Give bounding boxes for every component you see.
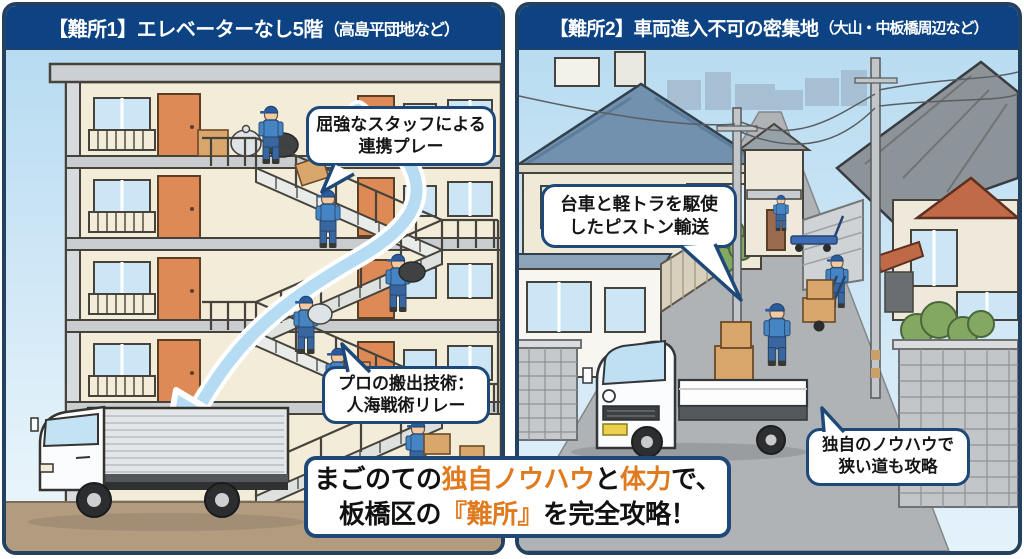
panel-1-header: 【難所1】エレベーターなし5階 （高島平団地など） bbox=[6, 6, 501, 50]
panel-1-title: 【難所1】エレベーターなし5階 bbox=[48, 19, 323, 41]
banner-seg-accent: 独自ノウハウ bbox=[441, 463, 596, 494]
movers-with-carts bbox=[763, 194, 849, 367]
callout-piston-line2: したピストン輸送 bbox=[569, 217, 709, 237]
banner-seg: と bbox=[594, 463, 621, 494]
panel-1-title-note: （高島平団地など） bbox=[323, 21, 460, 39]
callout-knowhow-line1: 独自のノウハウで bbox=[822, 436, 954, 455]
callout-teamwork-tail bbox=[320, 163, 355, 194]
callout-knowhow-line2: 狭い道も攻略 bbox=[838, 458, 938, 476]
callout-piston-tail bbox=[679, 243, 743, 302]
panel-2-header: 【難所2】車両進入不可の密集地 （大山・中板橋周辺など） bbox=[519, 6, 1018, 50]
callout-knowhow-tail bbox=[820, 406, 846, 434]
banner-seg: で、 bbox=[671, 463, 722, 494]
banner-line1: まごのての独自ノウハウと体力で、 bbox=[313, 462, 722, 497]
callout-relay: プロの搬出技術： 人海戦術リレー bbox=[322, 366, 490, 424]
callout-relay-line1: プロの搬出技術： bbox=[338, 373, 474, 393]
panel-2-title-note: （大山・中板橋周辺など） bbox=[819, 20, 989, 37]
callout-relay-tail bbox=[340, 342, 372, 374]
callout-piston-line1: 台車と軽トラを駆使 bbox=[560, 193, 718, 214]
kei-truck bbox=[571, 321, 809, 461]
banner-seg: まごのての bbox=[313, 463, 442, 494]
banner-seg: を完全攻略！ bbox=[543, 499, 697, 529]
panel-2-title: 【難所2】車両進入不可の密集地 bbox=[549, 19, 819, 40]
callout-teamwork-line2: 連携プレー bbox=[358, 137, 444, 156]
callout-piston: 台車と軽トラを駆使 したピストン輸送 bbox=[541, 184, 737, 248]
moving-truck bbox=[28, 405, 304, 531]
callout-relay-line2: 人海戦術リレー bbox=[346, 396, 466, 415]
banner-line2: 板橋区の『難所』を完全攻略！ bbox=[338, 497, 697, 532]
banner-seg: 板橋区の bbox=[338, 499, 442, 529]
summary-banner: まごのての独自ノウハウと体力で、 板橋区の『難所』を完全攻略！ bbox=[304, 456, 731, 538]
callout-knowhow: 独自のノウハウで 狭い道も攻略 bbox=[806, 428, 970, 486]
banner-seg-accent: 『難所』 bbox=[440, 499, 544, 529]
skyline bbox=[667, 70, 867, 110]
callout-teamwork: 屈強なスタッフによる 連携プレー bbox=[306, 106, 496, 166]
power-lines bbox=[519, 71, 1018, 145]
banner-seg-accent: 体力 bbox=[620, 463, 672, 494]
callout-teamwork-line1: 屈強なスタッフによる bbox=[316, 114, 486, 134]
